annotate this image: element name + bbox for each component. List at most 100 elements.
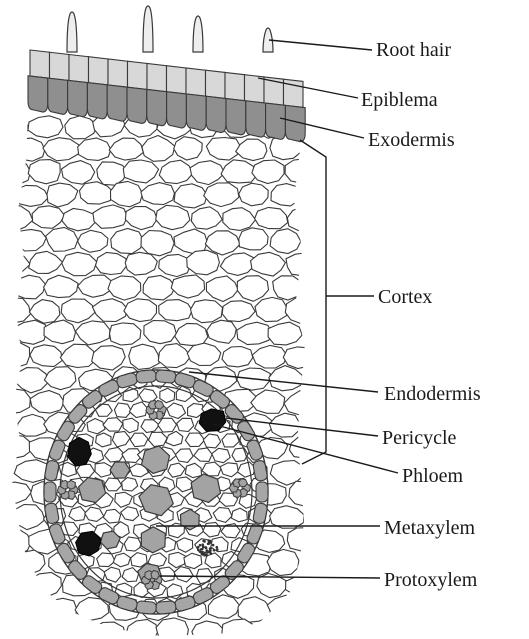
cortex-cell	[239, 228, 268, 250]
cortex-cell	[285, 159, 317, 183]
cortex-cell	[97, 162, 128, 185]
cortex-cell	[46, 598, 76, 621]
epiblema-cell	[147, 63, 167, 91]
cortex-cell	[0, 116, 28, 138]
epiblema-cell	[69, 54, 89, 82]
cortex-cell	[271, 184, 301, 206]
cortex-cell	[30, 573, 61, 598]
cortex-cell	[14, 229, 47, 251]
cortex-cell	[239, 183, 269, 206]
cortex-cell	[287, 206, 320, 230]
label-root-hair: Root hair	[376, 39, 451, 61]
cortex-cell	[174, 137, 203, 160]
cortex-cell	[158, 344, 191, 368]
exodermis-cell	[226, 99, 246, 135]
cortex-cell	[28, 116, 63, 138]
label-endodermis: Endodermis	[384, 383, 481, 405]
protoxylem-element	[238, 479, 247, 487]
cortex-cell	[175, 323, 208, 345]
cortex-cell	[156, 618, 188, 639]
cortex-cell	[75, 597, 109, 620]
cortex-cell	[268, 322, 302, 345]
cortex-cell	[46, 227, 78, 251]
epiblema-cell	[186, 68, 206, 96]
epiblema-cell	[225, 72, 245, 100]
cortex-cell	[270, 229, 301, 254]
cortex-cell	[0, 529, 31, 553]
cortex-cell	[191, 207, 222, 229]
protoxylem-dot	[205, 546, 208, 549]
cortex-cell	[62, 252, 97, 275]
cortex-cell	[289, 481, 319, 506]
cortex-cell	[0, 298, 30, 324]
label-cortex: Cortex	[378, 286, 432, 308]
cortex-cell	[32, 206, 64, 229]
cortex-cell	[44, 367, 76, 390]
cortex-cell	[187, 343, 221, 365]
cortex-cell	[30, 345, 63, 367]
cortex-cell	[252, 345, 287, 368]
cortex-cell	[92, 346, 126, 370]
root-hair	[143, 6, 153, 52]
cortex-cell	[287, 528, 316, 551]
protoxylem-dot	[201, 548, 204, 551]
cortex-cell	[237, 276, 268, 302]
protoxylem-dot	[209, 547, 212, 550]
protoxylem-element	[67, 481, 75, 490]
cortex-cell	[0, 621, 30, 639]
cortex-cell	[204, 183, 239, 207]
protoxylem-dot	[212, 544, 215, 547]
cortex-cell	[61, 620, 92, 639]
exodermis-cell	[266, 103, 286, 139]
cortex-cell	[61, 299, 95, 323]
cortex-cell	[12, 505, 45, 530]
cortex-cell	[251, 252, 286, 276]
cortex-cell	[285, 298, 319, 324]
cortex-cell	[65, 116, 97, 139]
cortex-bracket	[300, 140, 326, 464]
cortex-cell	[208, 595, 239, 619]
cortex-cell	[0, 159, 31, 185]
cortex-cell	[222, 301, 255, 322]
protoxylem-dot	[205, 554, 208, 557]
cortex-cell	[142, 136, 175, 162]
cortex-cell	[159, 160, 192, 183]
endodermis-cell	[44, 482, 56, 502]
cortex-cell	[141, 231, 174, 256]
exodermis-cell	[107, 85, 127, 121]
cortex-cell	[13, 550, 45, 574]
cortex-cell	[255, 207, 288, 228]
cortex-cell	[0, 482, 32, 503]
cortex-cell	[15, 320, 47, 344]
cortex-cell	[267, 595, 301, 619]
cortex-cell	[171, 275, 204, 298]
cortex-cell	[269, 366, 303, 391]
cortex-cell	[92, 299, 127, 322]
epiblema-cell	[89, 57, 109, 85]
exodermis-cell	[246, 101, 266, 137]
cortex-cell	[0, 206, 33, 232]
exodermis-cell	[167, 92, 187, 128]
cortex-cell	[0, 251, 30, 275]
cortex-cell	[255, 297, 287, 321]
cortex-cell	[78, 275, 112, 297]
cortex-cell	[111, 181, 143, 206]
cortex-cell	[124, 299, 157, 322]
root-hair	[67, 12, 77, 52]
cortex-cell	[14, 185, 48, 206]
cortex-cell	[192, 621, 224, 639]
cortex-cell	[108, 276, 141, 300]
cortex-cell	[273, 276, 303, 300]
protoxylem-dot	[208, 542, 211, 545]
cortex-cell	[156, 205, 190, 229]
cortex-cell	[125, 252, 157, 275]
cortex-cell	[60, 344, 96, 367]
cortex-cell	[0, 575, 29, 599]
cortex-cell	[28, 160, 60, 184]
cortex-cell	[223, 208, 256, 231]
exodermis-cell	[127, 87, 147, 123]
cortex-cell	[159, 254, 191, 276]
cortex-cell	[174, 229, 207, 254]
cortex-cell	[11, 138, 45, 161]
protoxylem-dot	[199, 544, 202, 547]
